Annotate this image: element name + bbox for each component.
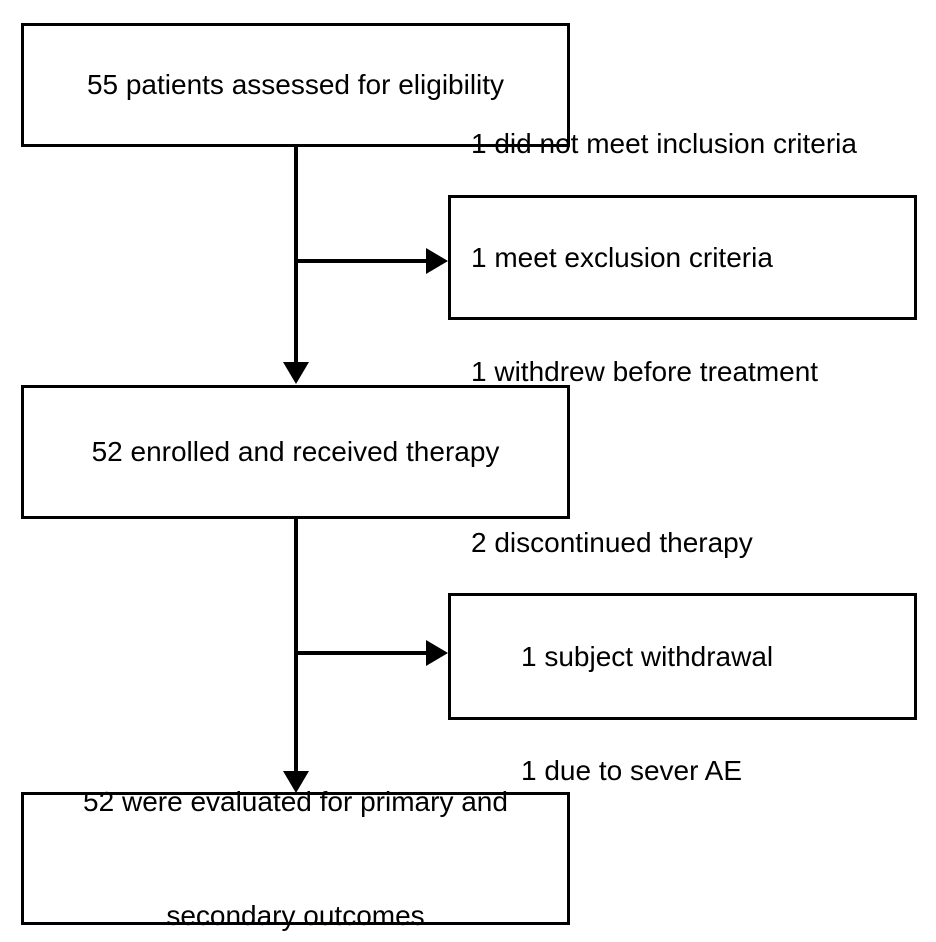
node-screened: 55 patients assessed for eligibility xyxy=(21,23,570,147)
node-enrolled: 52 enrolled and received therapy xyxy=(21,385,570,519)
node-analyzed-line-1: secondary outcomes xyxy=(166,899,425,931)
node-enrolled-text: 52 enrolled and received therapy xyxy=(24,357,567,547)
node-discontinued-line-1: 1 subject withdrawal xyxy=(521,640,774,672)
node-excluded-line-1: 1 meet exclusion criteria xyxy=(471,241,773,273)
node-analyzed: 52 were evaluated for primary and second… xyxy=(21,786,570,931)
node-excluded-text: 1 did not meet inclusion criteria 1 meet… xyxy=(451,49,914,467)
node-discontinued: 2 discontinued therapy 1 subject withdra… xyxy=(448,527,917,786)
node-analyzed-line-0: 52 were evaluated for primary and xyxy=(83,785,508,817)
node-discontinued-text: 2 discontinued therapy 1 subject withdra… xyxy=(451,448,914,866)
node-excluded: 1 did not meet inclusion criteria 1 meet… xyxy=(448,128,917,387)
node-enrolled-line-0: 52 enrolled and received therapy xyxy=(91,436,500,467)
node-excluded-line-0: 1 did not meet inclusion criteria xyxy=(471,127,857,159)
node-analyzed-text: 52 were evaluated for primary and second… xyxy=(24,707,567,942)
arrow-down-icon-screened-to-enrolled xyxy=(283,362,309,384)
connector-enrolled-to-discontinued-line xyxy=(296,651,428,655)
arrow-down-icon-enrolled-to-analyzed xyxy=(283,771,309,793)
node-screened-text: 55 patients assessed for eligibility xyxy=(24,0,567,180)
node-screened-line-0: 55 patients assessed for eligibility xyxy=(86,69,505,100)
connector-screened-to-enrolled-line xyxy=(294,147,298,362)
connector-screened-to-excluded-line xyxy=(296,259,428,263)
node-excluded-line-2: 1 withdrew before treatment xyxy=(471,355,819,387)
arrow-right-icon-enrolled-to-discontinued xyxy=(426,640,448,666)
node-discontinued-line-0: 2 discontinued therapy xyxy=(471,526,753,558)
node-discontinued-line-2: 1 due to sever AE xyxy=(521,754,743,786)
connector-enrolled-to-analyzed-line xyxy=(294,519,298,773)
arrow-right-icon-screened-to-excluded xyxy=(426,248,448,274)
